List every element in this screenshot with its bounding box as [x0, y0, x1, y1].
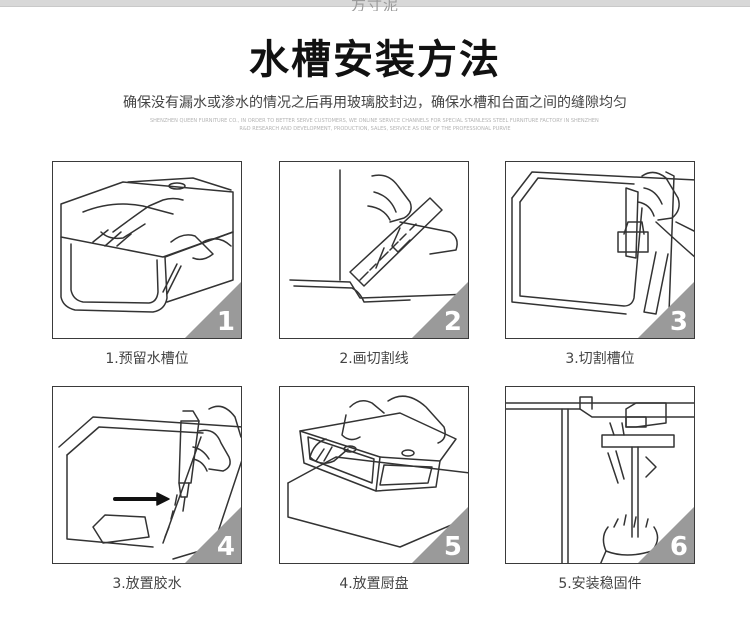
step-2-number: 2 — [443, 307, 462, 337]
step-4-badge: 4 — [185, 507, 241, 563]
step-2-badge: 2 — [412, 282, 468, 338]
badge-triangle — [638, 282, 694, 338]
step-3-number: 3 — [669, 307, 688, 337]
step-caption-6: 5.安装稳固件 — [558, 576, 642, 592]
step-1-number: 1 — [216, 307, 235, 337]
step-6-illustration — [506, 396, 694, 563]
step-4-number: 4 — [216, 532, 235, 562]
page-title: 水槽安装方法 — [249, 37, 501, 83]
watermark-text: 方寸泥 — [350, 0, 399, 11]
step-card-6: 6 — [505, 386, 695, 564]
step-caption-5: 4.放置厨盘 — [339, 576, 409, 592]
step-card-5: 5 — [279, 386, 469, 564]
step-caption-2: 2.画切割线 — [339, 351, 409, 367]
step-5-number: 5 — [443, 532, 462, 562]
step-caption-1: 1.预留水槽位 — [105, 351, 189, 367]
badge-triangle — [185, 282, 241, 338]
badge-triangle — [412, 507, 468, 563]
top-bar — [0, 0, 750, 7]
badge-triangle — [638, 507, 694, 563]
step-card-3: 3 — [505, 161, 695, 339]
step-1-badge: 1 — [185, 282, 241, 338]
step-6-number: 6 — [669, 532, 688, 562]
fine-print-line-2: R&D RESEARCH AND DEVELOPMENT, PRODUCTION… — [239, 126, 511, 132]
step-card-2: 2 — [279, 161, 469, 339]
badge-triangle — [185, 507, 241, 563]
step-caption-4: 3.放置胶水 — [112, 576, 182, 592]
badge-triangle — [412, 282, 468, 338]
fine-print-line-1: SHENZHEN QUEEN FURNITURE CO., IN ORDER T… — [150, 118, 600, 124]
page-subtitle: 确保没有漏水或渗水的情况之后再用玻璃胶封边，确保水槽和台面之间的缝隙均匀 — [123, 95, 627, 111]
step-card-4: 4 — [52, 386, 242, 564]
step-caption-3: 3.切割槽位 — [565, 351, 635, 367]
step-3-badge: 3 — [638, 282, 694, 338]
step-6-badge: 6 — [638, 507, 694, 563]
step-card-1: 1 — [52, 161, 242, 339]
step-2-illustration — [289, 169, 468, 303]
step-5-badge: 5 — [412, 507, 468, 563]
